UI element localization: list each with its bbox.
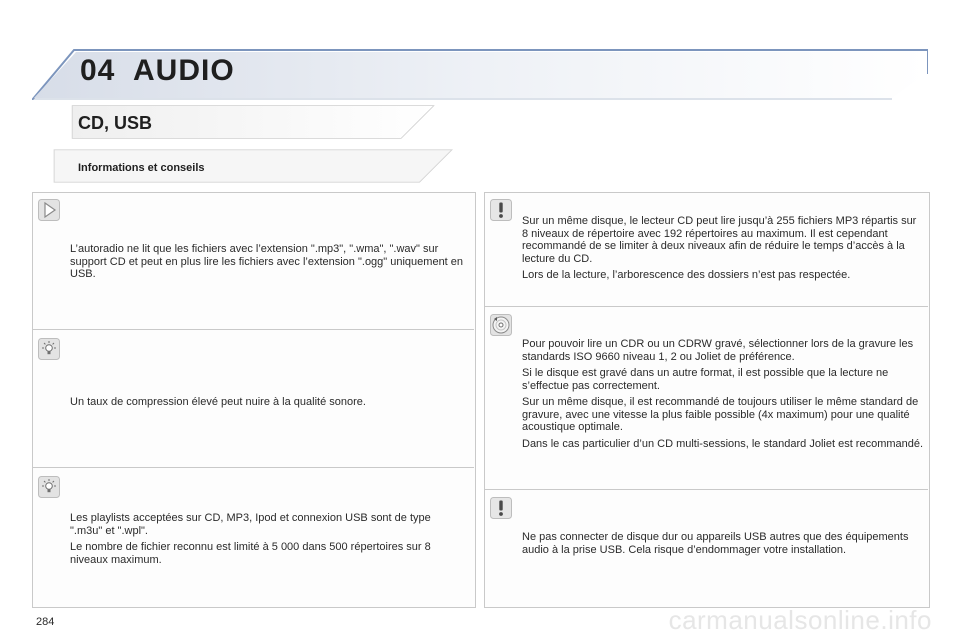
info-paragraph: Si le disque est gravé dans un autre for… — [522, 367, 889, 392]
lightbulb-icon — [38, 338, 60, 360]
info-paragraph: Dans le cas particulier d’un CD multi-se… — [522, 437, 924, 450]
info-paragraph: Un taux de compression élevé peut nuire … — [70, 396, 366, 408]
watermark: carmanualsonline.info — [668, 605, 932, 635]
warning-exclamation-icon — [490, 497, 512, 519]
subsection-title-box — [53, 149, 453, 183]
panel-divider — [33, 467, 474, 468]
panel-divider — [33, 329, 474, 330]
info-text-block: Un taux de compression élevé peut nuire … — [70, 396, 466, 413]
info-paragraph: Sur un même disque, il est recommandé de… — [522, 396, 919, 433]
info-paragraph: Ne pas connecter de disque dur ou appare… — [522, 531, 909, 556]
info-text-block: Pour pouvoir lire un CDR ou un CDRW grav… — [522, 338, 924, 454]
info-text-block: Ne pas connecter de disque dur ou appare… — [522, 531, 924, 560]
chapter-header-band — [32, 49, 928, 100]
warning-exclamation-icon — [490, 199, 512, 221]
info-paragraph: Le nombre de fichier reconnu est limité … — [70, 541, 431, 566]
info-paragraph: Sur un même disque, le lecteur CD peut l… — [522, 215, 917, 265]
disc-icon — [490, 314, 512, 336]
info-paragraph: L’autoradio ne lit que les fichiers avec… — [70, 243, 464, 280]
lightbulb-icon — [38, 476, 60, 498]
right-info-panel — [484, 192, 930, 608]
panel-divider — [485, 489, 928, 490]
info-paragraph: Pour pouvoir lire un CDR ou un CDRW grav… — [522, 338, 914, 363]
play-triangle-icon — [38, 199, 60, 221]
panel-divider — [485, 306, 928, 307]
info-text-block: Sur un même disque, le lecteur CD peut l… — [522, 215, 924, 286]
info-paragraph: Lors de la lecture, l’arborescence des d… — [522, 269, 851, 281]
info-text-block: Les playlists acceptées sur CD, MP3, Ipo… — [70, 512, 466, 570]
info-paragraph: Les playlists acceptées sur CD, MP3, Ipo… — [70, 512, 431, 537]
section-title: CD, USB — [78, 113, 153, 133]
info-text-block: L’autoradio ne lit que les fichiers avec… — [70, 243, 466, 285]
chapter-title: AUDIO — [133, 54, 235, 87]
section-title-box — [71, 105, 435, 139]
chapter-number: 04 — [80, 54, 116, 87]
left-info-panel — [32, 192, 476, 608]
subsection-title: Informations et conseils — [78, 162, 205, 174]
page-number: 284 — [36, 616, 55, 628]
